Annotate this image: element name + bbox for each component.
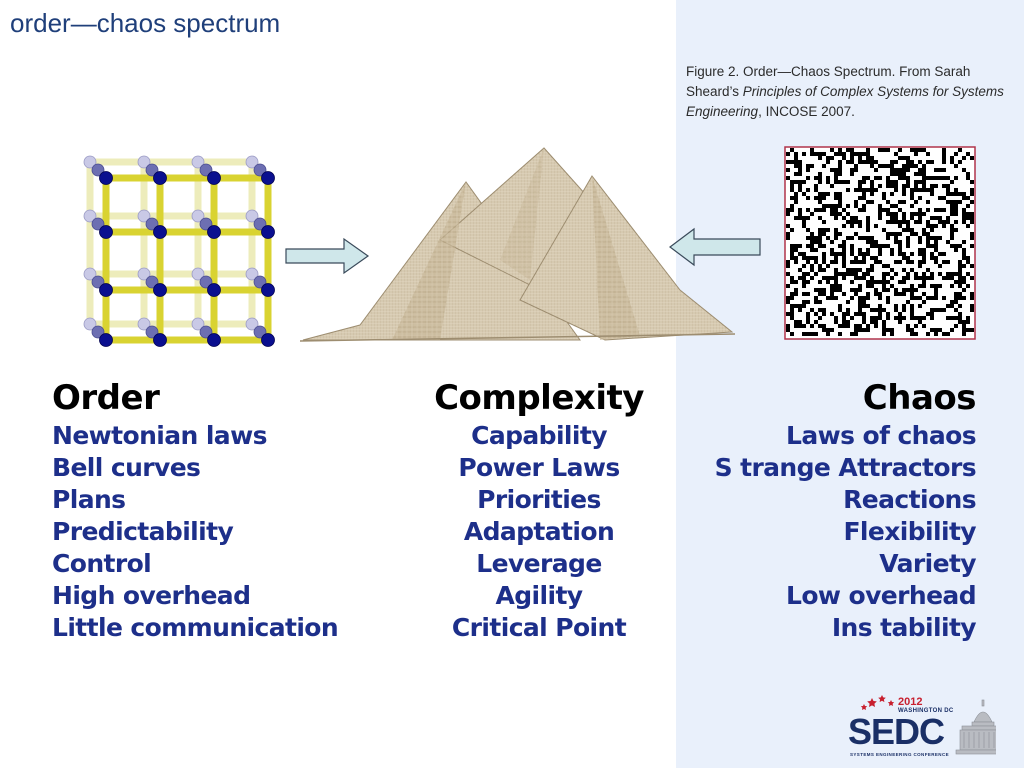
order-item: Little communication — [52, 613, 339, 642]
stars-icon — [860, 695, 895, 710]
logo-wordmark: SEDC — [848, 711, 945, 752]
logo-city: WASHINGTON DC — [898, 708, 954, 714]
complexity-item: Critical Point — [451, 613, 627, 642]
order-heading: Order — [52, 378, 160, 418]
order-item: Control — [52, 549, 152, 578]
arrow-right-icon — [285, 237, 370, 275]
caption-panel — [676, 0, 1024, 768]
chaos-item: Low overhead — [786, 581, 977, 610]
chaos-heading: Chaos — [862, 378, 977, 418]
order-item: High overhead — [52, 581, 251, 610]
order-column: Order Newtonian laws Bell curves Plans P… — [52, 376, 339, 644]
chaos-column: Chaos Laws of chaos S trange Attractors … — [714, 376, 977, 644]
complexity-item: Priorities — [477, 485, 601, 514]
complexity-item: Agility — [495, 581, 584, 610]
complexity-item: Adaptation — [463, 517, 615, 546]
chaos-item: Variety — [879, 549, 976, 578]
caption-suffix: , INCOSE 2007. — [758, 104, 855, 119]
complexity-column: Complexity Capability Power Laws Priorit… — [414, 376, 664, 644]
order-item: Newtonian laws — [52, 421, 267, 450]
capitol-icon — [955, 699, 996, 755]
chaos-item: Reactions — [843, 485, 976, 514]
complexity-item: Capability — [471, 421, 607, 450]
complexity-item: Leverage — [476, 549, 602, 578]
sedc-logo: 2012 WASHINGTON DC SEDC SYSTEMS ENGINEER… — [846, 692, 996, 760]
order-item: Plans — [52, 485, 126, 514]
complexity-heading: Complexity — [434, 378, 644, 418]
chaos-item: Ins tability — [831, 613, 977, 642]
logo-year: 2012 — [898, 696, 923, 708]
order-item: Bell curves — [52, 453, 201, 482]
spectrum-illustration — [83, 146, 976, 347]
arrow-left-icon — [669, 227, 761, 267]
chaos-item: Laws of chaos — [786, 421, 977, 450]
chaos-item: S trange Attractors — [714, 453, 977, 482]
lattice-icon — [83, 155, 275, 347]
figure-caption: Figure 2. Order—Chaos Spectrum. From Sar… — [686, 62, 1016, 122]
page-title: order—chaos spectrum — [10, 8, 281, 38]
order-item: Predictability — [52, 517, 234, 546]
caption-prefix: Figure 2. Order—Chaos Spectrum. From Sar… — [686, 64, 971, 99]
logo-graphics — [860, 695, 996, 755]
pyramids-icon — [299, 147, 736, 342]
logo-subtitle: SYSTEMS ENGINEERING CONFERENCE — [850, 752, 950, 757]
noise-square-icon — [784, 146, 976, 340]
chaos-item: Flexibility — [843, 517, 976, 546]
complexity-item: Power Laws — [458, 453, 620, 482]
caption-book-title: Principles of Complex Systems for System… — [686, 84, 1004, 119]
